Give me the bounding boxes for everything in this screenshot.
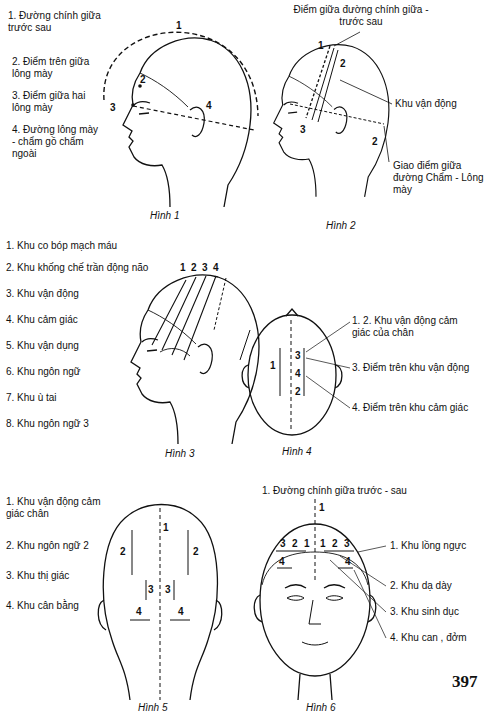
callout-text: 2. Điểm trên giữa lông mày — [12, 56, 100, 80]
head-back-view — [98, 505, 222, 701]
head-top-view — [242, 309, 350, 435]
callout-number: 2 — [332, 538, 338, 549]
callout-number: 2 — [292, 538, 298, 549]
callout-number: 4 — [136, 606, 142, 617]
callout-text: 4. Khu cân bằng — [6, 600, 101, 612]
callout-text: 8. Khu ngôn ngữ 3 — [6, 418, 118, 430]
callout-number: 1 — [176, 20, 182, 31]
callout-number: 4 — [345, 556, 351, 567]
callout-number: 3 — [202, 262, 208, 273]
callout-number: 4 — [206, 100, 212, 111]
callout-number: 3 — [280, 538, 286, 549]
head-profile-3 — [131, 275, 259, 444]
callout-number: 3 — [300, 124, 306, 135]
callout-text: Khu vận động — [395, 98, 485, 110]
callout-number: 4 — [213, 262, 219, 273]
callout-text: 2. Khu khống chế trần động não — [6, 262, 174, 274]
callout-number: 3 — [344, 538, 350, 549]
callout-text: 5. Khu vận dụng — [6, 340, 118, 352]
page-number: 397 — [452, 672, 478, 691]
figure-caption: Hình 4 — [282, 446, 311, 458]
face-front-view — [254, 499, 386, 700]
figure-caption: Hình 3 — [165, 448, 194, 460]
callout-number: 1 — [318, 40, 324, 51]
callout-number: 4 — [178, 606, 184, 617]
callout-text: Giao điểm giữa đường Chẩm - Lông mày — [393, 160, 493, 196]
callout-number: 1 — [180, 262, 186, 273]
callout-number: 2 — [372, 136, 378, 147]
callout-number: 2 — [140, 74, 146, 85]
callout-number: 1 — [163, 522, 169, 533]
callout-number: 3 — [110, 102, 116, 113]
callout-text: 6. Khu ngôn ngữ — [6, 366, 118, 378]
head-profile-1 — [104, 32, 258, 207]
callout-number: 2 — [193, 546, 199, 557]
callout-number: 1 — [319, 502, 325, 513]
head-profile-2 — [274, 32, 392, 197]
callout-number: 4 — [279, 556, 285, 567]
callout-number: 3 — [165, 584, 171, 595]
callout-text: 4. Đường lông mày - chẩm gồ chẩm ngoài — [12, 124, 104, 160]
callout-text: 1. Khu lồng ngực — [390, 540, 495, 552]
callout-number: 2 — [340, 58, 346, 69]
callout-text: 4. Khu cảm giác — [6, 314, 118, 326]
callout-text: 1. Khu vận động cảm giác chân — [6, 496, 101, 520]
callout-text: 2. Khu ngôn ngữ 2 — [6, 540, 101, 552]
callout-text: 2. Khu dạ dày — [390, 580, 495, 592]
callout-number: 2 — [120, 546, 126, 557]
callout-text: 1. 2. Khu vận động cảm giác của chân — [352, 315, 477, 339]
callout-text: 4. Khu can , đởm — [390, 632, 495, 644]
callout-number: 1 — [320, 538, 326, 549]
callout-text: 1. Đường chính giữa trước - sau — [262, 485, 437, 497]
callout-text: Điểm giữa đường chính giữa - trước sau — [286, 4, 436, 28]
figure-caption: Hình 6 — [306, 702, 335, 714]
figure-caption: Hình 5 — [138, 702, 167, 714]
callout-number: 3 — [295, 350, 301, 361]
callout-text: 3. Điểm giữa hai lông mày — [12, 90, 100, 114]
callout-text: 4. Điểm trên khu cảm giác — [352, 402, 487, 414]
callout-number: 1 — [270, 360, 276, 371]
callout-text: 3. Khu thị giác — [6, 570, 101, 582]
callout-text: 3. Khu vận động — [6, 288, 118, 300]
callout-text: 1. Khu co bóp mạch máu — [6, 240, 118, 252]
callout-text: 3. Điểm trên khu vận động — [352, 362, 487, 374]
callout-number: 2 — [191, 262, 197, 273]
callout-text: 3. Khu sinh dục — [390, 606, 495, 618]
callout-number: 3 — [148, 584, 154, 595]
callout-number: 2 — [295, 386, 301, 397]
figure-caption: Hình 1 — [150, 210, 179, 222]
callout-text: 1. Đường chính giữa trước sau — [8, 10, 103, 34]
callout-number: 1 — [304, 538, 310, 549]
callout-text: 7. Khu ù tai — [6, 392, 118, 404]
callout-number: 4 — [295, 368, 301, 379]
figure-caption: Hình 2 — [326, 220, 355, 232]
